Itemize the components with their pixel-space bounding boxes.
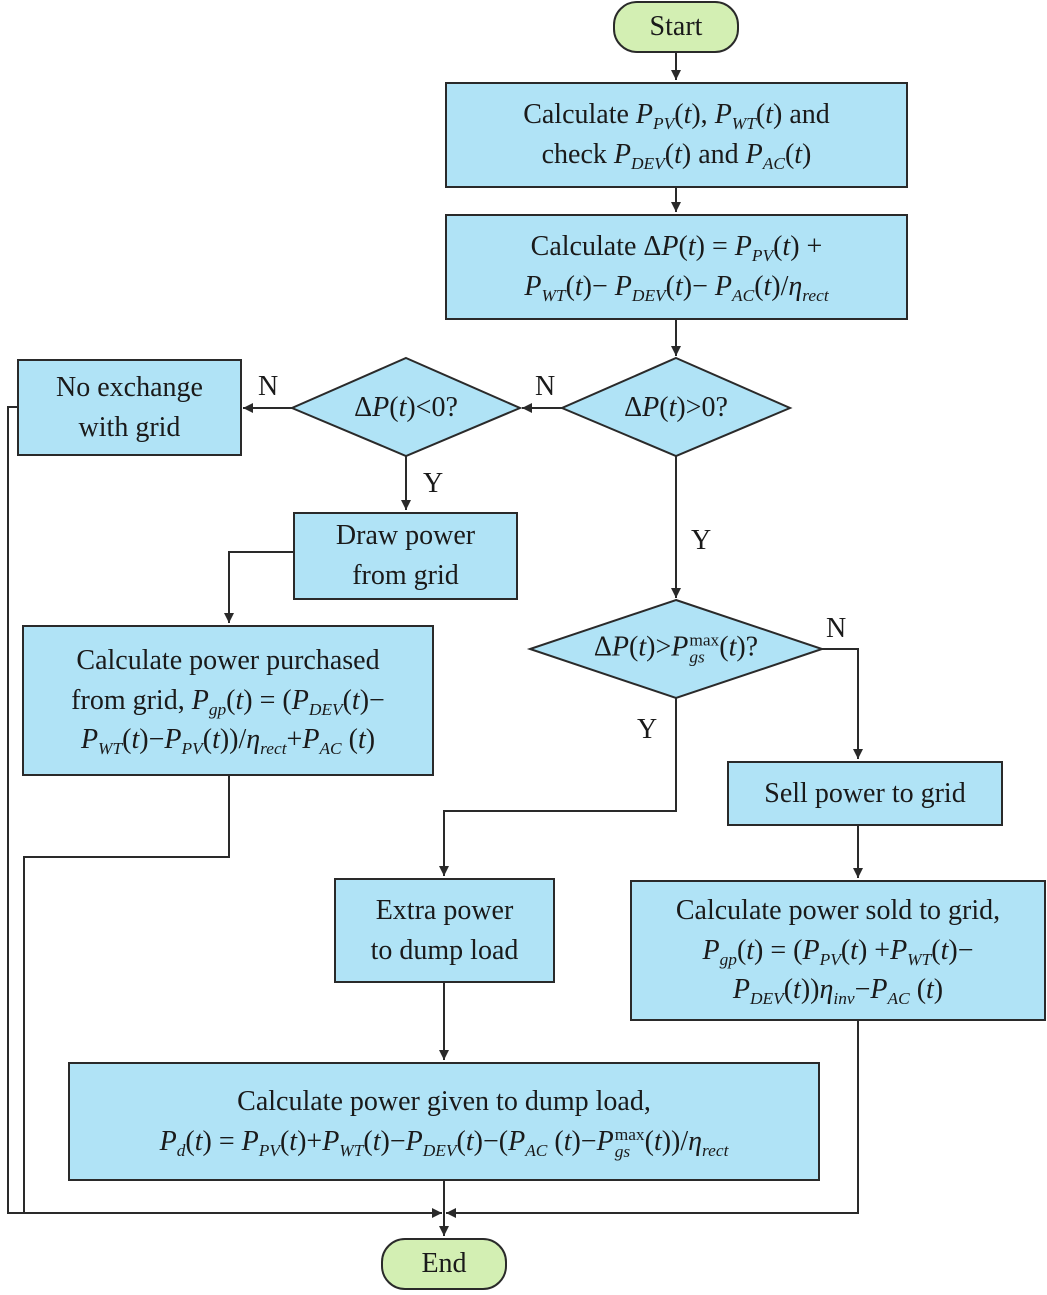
extra-power-box: Extra power to dump load <box>334 878 555 983</box>
label-no-positive: N <box>535 371 556 402</box>
arrow-sold-to-end <box>446 1020 859 1218</box>
calc-purchased-box: Calculate power purchased from grid, Pgp… <box>22 625 434 776</box>
arrow-decision-max-yes <box>439 698 677 876</box>
decision-negative-label: ΔP(t)<0? <box>354 392 458 423</box>
calc-purchased-line2: from grid, Pgp(t) = (PDEV(t)− <box>71 684 385 719</box>
calc-delta-line1: Calculate ΔP(t) = PPV(t) + <box>530 231 823 266</box>
no-exchange-line1: No exchange <box>56 371 203 403</box>
label-yes-max: Y <box>637 714 658 745</box>
calc-dump-box: Calculate power given to dump load, Pd(t… <box>68 1062 820 1181</box>
label-no-max: N <box>826 613 847 644</box>
calc-generation-line2: check PDEV(t) and PAC(t) <box>541 139 812 174</box>
start-label: Start <box>649 11 703 43</box>
calc-sold-title: Calculate power sold to grid, <box>675 894 1001 926</box>
draw-power-box: Draw power from grid <box>293 512 518 600</box>
label-no-negative: N <box>258 371 279 402</box>
sell-power-box: Sell power to grid <box>727 761 1003 826</box>
start-terminal: Start <box>613 1 739 53</box>
arrow-purchased-to-end <box>23 776 230 1213</box>
draw-power-line1: Draw power <box>335 520 476 552</box>
calc-delta-line2: PWT(t)− PDEV(t)− PAC(t)/ηrect <box>524 271 829 306</box>
end-terminal: End <box>381 1238 507 1290</box>
label-yes-positive: Y <box>691 525 712 556</box>
arrow-noexchange-to-end <box>7 406 442 1218</box>
end-label: End <box>421 1248 467 1280</box>
draw-power-line2: from grid <box>352 560 459 591</box>
calc-sold-line2: Pgp(t) = (PPV(t) +PWT(t)− <box>702 934 974 969</box>
calc-purchased-line3: PWT(t)−PPV(t))/ηrect+PAC (t) <box>80 724 376 759</box>
extra-power-line1: Extra power <box>375 894 514 926</box>
calc-generation-line1: Calculate PPV(t), PWT(t) and <box>523 99 830 134</box>
extra-power-line2: to dump load <box>370 934 519 966</box>
arrow-decision-max-no <box>822 648 863 759</box>
calc-dump-title: Calculate power given to dump load, <box>237 1085 651 1117</box>
sell-power-label: Sell power to grid <box>764 777 966 809</box>
no-exchange-line2: with grid <box>78 411 181 443</box>
calc-dump-line2: Pd(t) = PPV(t)+PWT(t)−PDEV(t)−(PAC (t)−P… <box>159 1124 729 1162</box>
label-yes-negative: Y <box>423 468 444 499</box>
arrow-draw-to-purchased <box>224 551 293 623</box>
calc-purchased-title: Calculate power purchased <box>76 644 380 676</box>
calc-generation-box: Calculate PPV(t), PWT(t) and check PDEV(… <box>445 82 908 188</box>
decision-positive-label: ΔP(t)>0? <box>624 392 728 423</box>
calc-delta-box: Calculate ΔP(t) = PPV(t) + PWT(t)− PDEV(… <box>445 214 908 320</box>
calc-sold-line3: PDEV(t))ηinv−PAC (t) <box>732 974 944 1009</box>
calc-sold-box: Calculate power sold to grid, Pgp(t) = (… <box>630 880 1046 1021</box>
no-exchange-box: No exchange with grid <box>17 359 242 456</box>
